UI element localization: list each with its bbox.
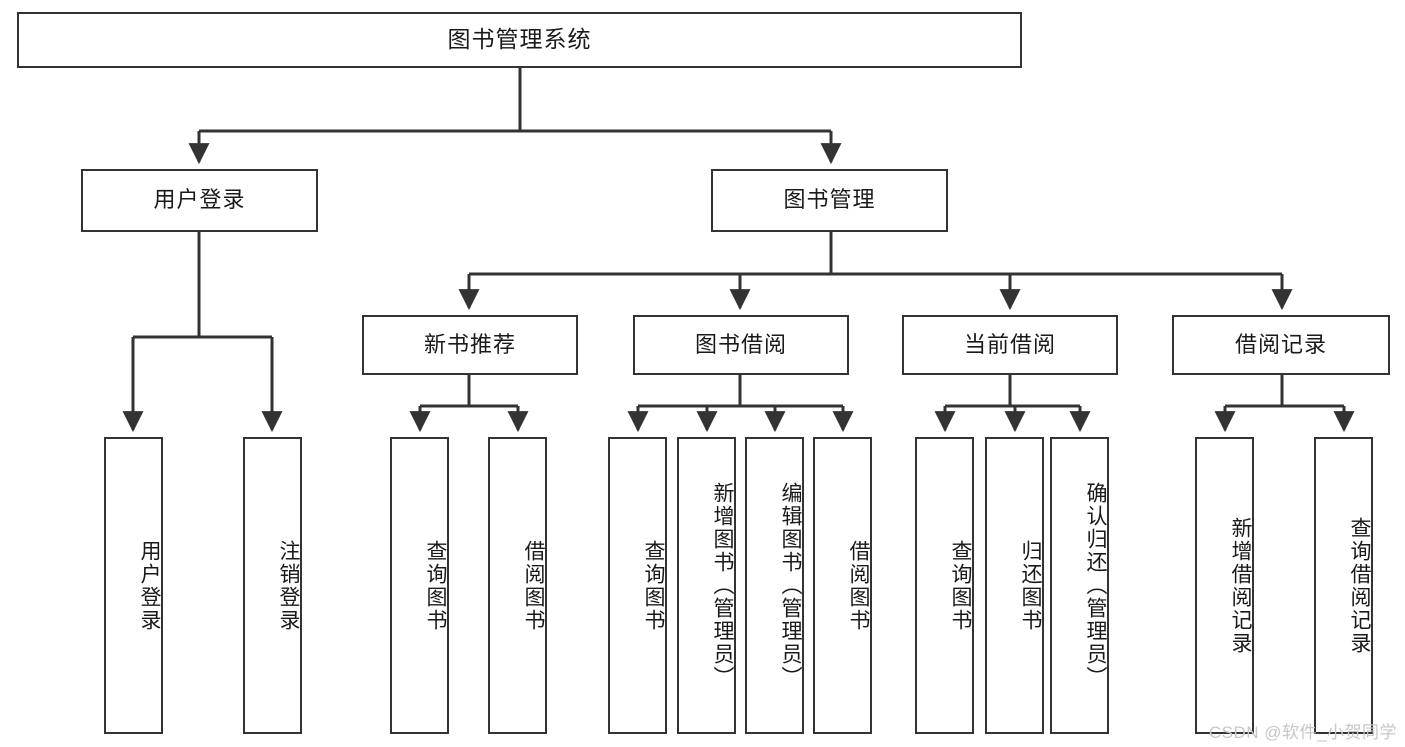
node-book-borrow[interactable]: 图书借阅: [633, 315, 849, 375]
leaf-label: 查询图书: [949, 539, 972, 632]
leaf-new-book-1[interactable]: 查询图书: [390, 437, 449, 734]
leaf-current-borrow-1[interactable]: 查询图书: [915, 437, 974, 734]
leaf-borrow-record-1[interactable]: 新增借阅记录: [1195, 437, 1254, 734]
leaf-current-borrow-2[interactable]: 归还图书: [985, 437, 1044, 734]
leaf-label: 确认归还（管理员）: [1084, 482, 1107, 689]
leaf-book-borrow-3[interactable]: 编辑图书（管理员）: [745, 437, 804, 734]
leaf-borrow-record-2[interactable]: 查询借阅记录: [1314, 437, 1373, 734]
leaf-label: 查询图书: [642, 539, 665, 632]
leaf-label: 注销登录: [277, 539, 300, 632]
node-root-system[interactable]: 图书管理系统: [17, 12, 1022, 68]
node-new-book-recommend[interactable]: 新书推荐: [362, 315, 578, 375]
leaf-label: 编辑图书（管理员）: [779, 482, 802, 689]
node-borrow-record[interactable]: 借阅记录: [1172, 315, 1390, 375]
leaf-label: 查询图书: [424, 539, 447, 632]
leaf-new-book-2[interactable]: 借阅图书: [488, 437, 547, 734]
leaf-label: 新增借阅记录: [1229, 516, 1252, 655]
leaf-label: 查询借阅记录: [1348, 516, 1371, 655]
leaf-current-borrow-3[interactable]: 确认归还（管理员）: [1050, 437, 1109, 734]
leaf-book-borrow-4[interactable]: 借阅图书: [813, 437, 872, 734]
leaf-label: 借阅图书: [522, 539, 545, 632]
leaf-label: 新增图书（管理员）: [711, 482, 734, 689]
leaf-book-borrow-2[interactable]: 新增图书（管理员）: [677, 437, 736, 734]
leaf-label: 用户登录: [138, 539, 161, 632]
node-current-borrow[interactable]: 当前借阅: [902, 315, 1118, 375]
node-book-management[interactable]: 图书管理: [711, 169, 948, 232]
csdn-watermark: CSDN @软件_小贺同学: [1208, 723, 1397, 742]
leaf-user-login-1[interactable]: 用户登录: [104, 437, 163, 734]
node-user-login[interactable]: 用户登录: [81, 169, 318, 232]
leaf-label: 借阅图书: [847, 539, 870, 632]
leaf-book-borrow-1[interactable]: 查询图书: [608, 437, 667, 734]
leaf-user-login-2[interactable]: 注销登录: [243, 437, 302, 734]
leaf-label: 归还图书: [1019, 539, 1042, 632]
